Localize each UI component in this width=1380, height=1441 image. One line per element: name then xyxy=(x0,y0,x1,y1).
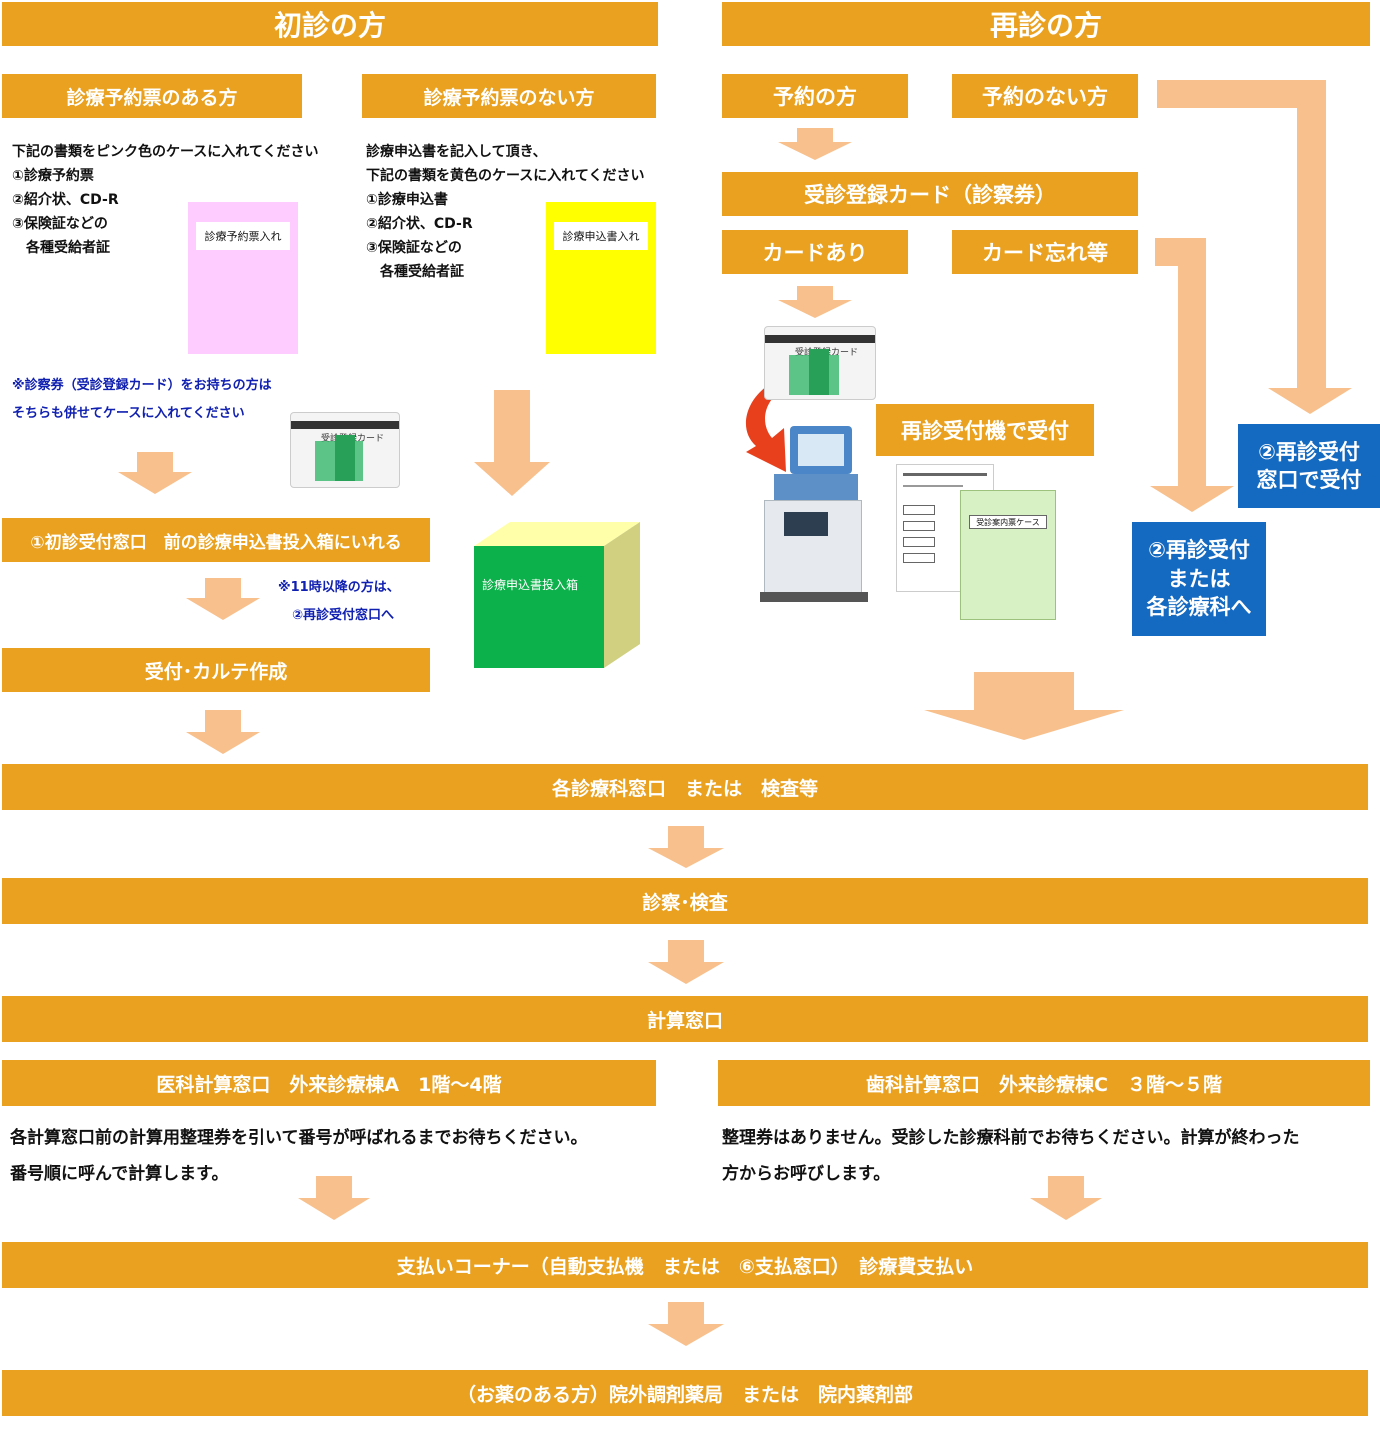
guidance-case: 受診案内票ケース xyxy=(960,490,1056,620)
arrow-bend xyxy=(1150,238,1234,512)
submission-box-label: 診療申込書投入箱 xyxy=(482,578,579,592)
pharmacy-bar: （お薬のある方）院外調剤薬局 または 院内薬剤部 xyxy=(2,1370,1368,1416)
first-visit-header: 初診の方 xyxy=(2,2,658,46)
without-ticket-header: 診療予約票のない方 xyxy=(362,74,656,118)
not-reserved-button: 予約のない方 xyxy=(952,74,1138,118)
first-reception-window: ①初診受付窓口 前の診療申込書投入箱にいれる xyxy=(2,518,430,562)
registration-card-image: 受診登録カード xyxy=(764,326,876,400)
arrow-down xyxy=(778,128,852,160)
registration-card-image: 受診登録カード xyxy=(290,412,400,488)
instruction-line: ②紹介状、CD-R xyxy=(366,216,473,232)
text-line: 整理券はありません。受診した診療科前でお待ちください。計算が終わった xyxy=(722,1128,1300,1148)
card-note: ※診察券（受診登録カード）をお持ちの方は そちらも併せてケースに入れてください xyxy=(12,372,272,428)
note-line: そちらも併せてケースに入れてください xyxy=(12,406,245,421)
medical-calc-bar: 医科計算窓口 外来診療棟A 1階～4階 xyxy=(2,1060,656,1106)
arrow-down xyxy=(186,578,260,620)
instruction-line: 下記の書類を黄色のケースに入れてください xyxy=(366,168,645,184)
return-window-or-departments: ②再診受付 または 各診療科へ xyxy=(1132,522,1266,636)
arrow-down xyxy=(648,1302,724,1346)
calculation-window-bar: 計算窓口 xyxy=(2,996,1368,1042)
with-ticket-header: 診療予約票のある方 xyxy=(2,74,302,118)
kiosk-machine-icon xyxy=(760,426,870,606)
instruction-line: 下記の書類をピンク色のケースに入れてください xyxy=(12,144,319,160)
yellow-case: 診療申込書入れ xyxy=(546,202,656,354)
blue-line: 窓口で受付 xyxy=(1256,468,1362,492)
instruction-line: 診療申込書を記入して頂き、 xyxy=(366,144,547,160)
arrow-down xyxy=(648,826,724,868)
return-visit-header: 再診の方 xyxy=(722,2,1370,46)
card-forgot-bar: カード忘れ等 xyxy=(952,230,1138,274)
text-line: 番号順に呼んで計算します。 xyxy=(10,1164,229,1184)
pink-case: 診療予約票入れ xyxy=(188,202,298,354)
instruction-line: ①診療予約票 xyxy=(12,168,94,184)
text-line: 各計算窓口前の計算用整理券を引いて番号が呼ばれるまでお待ちください。 xyxy=(10,1128,588,1148)
blue-line: ②再診受付 xyxy=(1258,439,1360,464)
text-line: 方からお呼びします。 xyxy=(722,1164,891,1184)
note-line: ※診察券（受診登録カード）をお持ちの方は xyxy=(12,378,272,393)
department-window-bar: 各診療科窓口 または 検査等 xyxy=(2,764,1368,810)
after-11-note: ※11時以降の方は、 ②再診受付窓口へ xyxy=(278,574,400,630)
note-line: ※11時以降の方は、 xyxy=(278,580,400,595)
arrow-down xyxy=(186,710,260,754)
dental-calc-text: 整理券はありません。受診した診療科前でお待ちください。計算が終わった 方からお呼… xyxy=(722,1120,1372,1192)
with-ticket-instructions: 下記の書類をピンク色のケースに入れてください ①診療予約票 ②紹介状、CD-R … xyxy=(12,140,318,260)
arrow-down xyxy=(474,390,550,496)
instruction-line: 各種受給者証 xyxy=(12,240,110,256)
submission-box xyxy=(474,522,640,668)
blue-line: または xyxy=(1167,566,1231,591)
note-line: ②再診受付窓口へ xyxy=(292,608,395,623)
instruction-line: 各種受給者証 xyxy=(366,264,464,280)
arrow-down xyxy=(924,672,1124,740)
arrow-down xyxy=(648,940,724,984)
reserved-button: 予約の方 xyxy=(722,74,908,118)
arrow-down xyxy=(298,1176,370,1220)
red-curved-arrow-icon xyxy=(745,384,786,472)
arrow-bend xyxy=(1157,80,1352,414)
instruction-line: ①診療申込書 xyxy=(366,192,448,208)
instruction-line: ③保険証などの xyxy=(12,216,108,232)
instruction-line: ③保険証などの xyxy=(366,240,462,256)
arrow-down xyxy=(118,452,192,494)
reception-chart-bar: 受付･カルテ作成 xyxy=(2,648,430,692)
pink-case-label: 診療予約票入れ xyxy=(196,222,290,250)
instruction-line: ②紹介状、CD-R xyxy=(12,192,119,208)
dental-calc-bar: 歯科計算窓口 外来診療棟C ３階～５階 xyxy=(718,1060,1370,1106)
registration-card-bar: 受診登録カード（診察券） xyxy=(722,172,1138,216)
examination-bar: 診察･検査 xyxy=(2,878,1368,924)
yellow-case-label: 診療申込書入れ xyxy=(554,222,648,250)
machine-reception-bar: 再診受付機で受付 xyxy=(876,404,1094,456)
blue-line: 各診療科へ xyxy=(1146,595,1252,620)
arrow-down xyxy=(778,286,852,318)
return-window-reception: ②再診受付 窓口で受付 xyxy=(1238,424,1380,508)
without-ticket-instructions: 診療申込書を記入して頂き、 下記の書類を黄色のケースに入れてください ①診療申込… xyxy=(366,140,644,284)
guidance-case-label: 受診案内票ケース xyxy=(969,515,1047,529)
card-yes-bar: カードあり xyxy=(722,230,908,274)
medical-calc-text: 各計算窓口前の計算用整理券を引いて番号が呼ばれるまでお待ちください。 番号順に呼… xyxy=(10,1120,660,1192)
arrow-down xyxy=(1030,1176,1102,1220)
payment-bar: 支払いコーナー（自動支払機 または ⑥支払窓口） 診療費支払い xyxy=(2,1242,1368,1288)
blue-line: ②再診受付 xyxy=(1148,538,1250,563)
